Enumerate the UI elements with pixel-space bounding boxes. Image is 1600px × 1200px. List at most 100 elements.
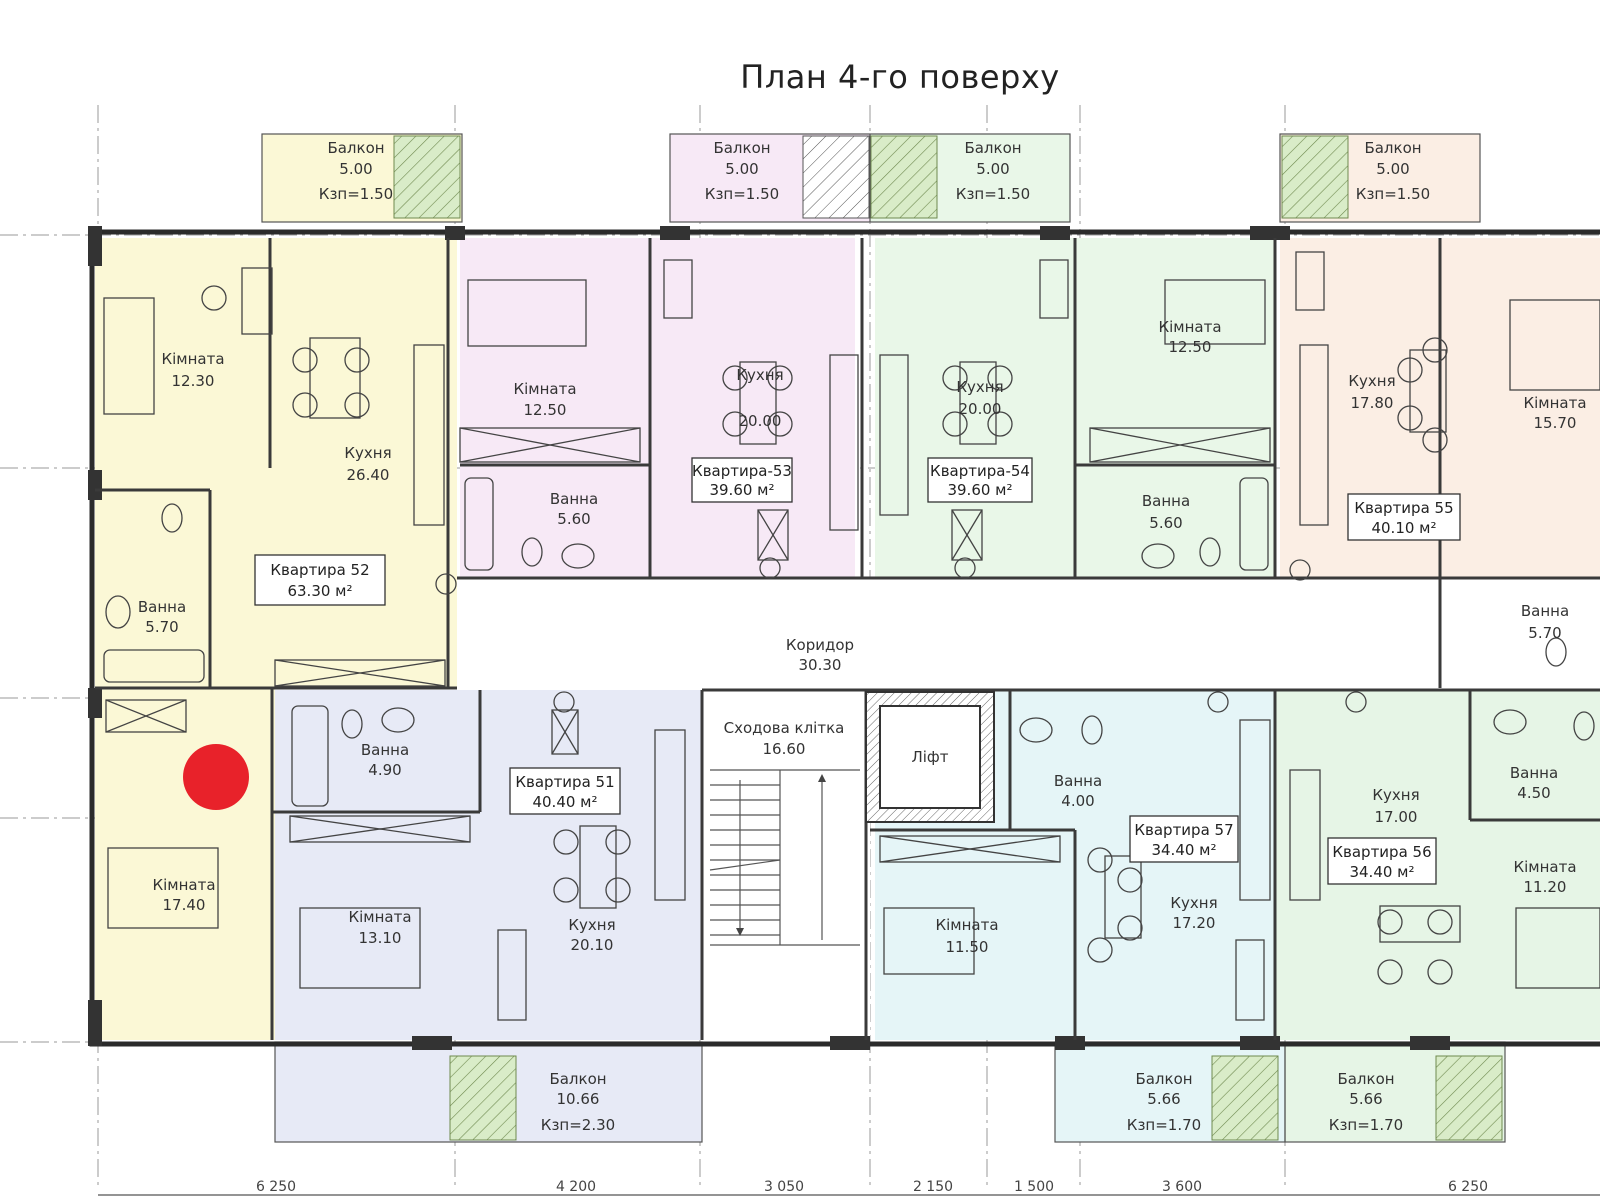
room-name: Кухня <box>1372 786 1419 804</box>
room-area: 12.50 <box>1169 338 1212 356</box>
apartment-area: 39.60 м² <box>709 481 774 499</box>
apartment-area: 63.30 м² <box>287 582 352 600</box>
room-area: 5.60 <box>557 510 590 528</box>
location-marker <box>183 744 249 810</box>
room-name: Ванна <box>1521 602 1569 620</box>
room-name: Ванна <box>1510 764 1558 782</box>
apartment-label: Квартира-54 <box>930 462 1030 480</box>
room-name: Ванна <box>1054 772 1102 790</box>
balcony-hatch <box>393 135 1503 1141</box>
balcony-label: Балкон <box>327 139 384 157</box>
room-area: 13.10 <box>359 929 402 947</box>
apartment-area: 39.60 м² <box>947 481 1012 499</box>
apartment-label: Квартира 52 <box>270 561 369 579</box>
room-name: Кухня <box>1348 372 1395 390</box>
balcony-area: 5.66 <box>1147 1090 1180 1108</box>
room-name: Кухня <box>568 916 615 934</box>
room-area: 5.70 <box>1528 624 1561 642</box>
stair-area <box>702 690 870 1040</box>
dimension-label: 4 200 <box>556 1179 596 1195</box>
room-name: Кімната <box>513 380 576 398</box>
room-area: 17.00 <box>1375 808 1418 826</box>
room-name: Кімната <box>1513 858 1576 876</box>
room-name: Кухня <box>344 444 391 462</box>
room-name: Ванна <box>550 490 598 508</box>
outer-walls <box>88 226 1600 1050</box>
room-area: 20.10 <box>571 936 614 954</box>
room-area: 15.70 <box>1534 414 1577 432</box>
room-area: 11.20 <box>1524 878 1567 896</box>
dimension-label: 6 250 <box>256 1179 296 1195</box>
dimension-label: 6 250 <box>1448 1179 1488 1195</box>
balcony-label: Балкон <box>1337 1070 1394 1088</box>
corridor-area <box>457 578 1600 690</box>
apartment-label: Квартира 51 <box>515 773 614 791</box>
balcony-area: 5.66 <box>1349 1090 1382 1108</box>
fixtures <box>103 251 1600 1021</box>
room-name: Кімната <box>935 916 998 934</box>
apartment-area: 40.10 м² <box>1371 519 1436 537</box>
room-name: Кімната <box>1158 318 1221 336</box>
balcony-area: 5.00 <box>339 160 372 178</box>
balcony-coef: Кзп=1.50 <box>319 185 393 203</box>
room-name: Кухня <box>956 378 1003 396</box>
room-area: 17.40 <box>163 896 206 914</box>
balcony-label: Балкон <box>1364 139 1421 157</box>
room-area: 17.80 <box>1351 394 1394 412</box>
room-name: Ліфт <box>911 748 948 766</box>
balcony-area: 5.00 <box>976 160 1009 178</box>
plan-title: План 4-го поверху <box>740 58 1059 96</box>
room-area: 11.50 <box>946 938 989 956</box>
room-area: 20.00 <box>739 412 782 430</box>
room-labels: Кімната 12.30 Кухня 26.40 Ванна 5.70 Кім… <box>138 318 1587 956</box>
apartment-area: 40.40 м² <box>532 793 597 811</box>
apartment-area: 34.40 м² <box>1151 841 1216 859</box>
room-name: Кімната <box>152 876 215 894</box>
balcony-coef: Кзп=2.30 <box>541 1116 615 1134</box>
apartment-label: Квартира-53 <box>692 462 792 480</box>
balcony-area: 5.00 <box>1376 160 1409 178</box>
dimension-label: 1 500 <box>1014 1179 1054 1195</box>
apartment-label: Квартира 57 <box>1134 821 1233 839</box>
room-area: 5.60 <box>1149 514 1182 532</box>
room-name: Ванна <box>1142 492 1190 510</box>
balcony-labels: Балкон 5.00 Кзп=1.50 Балкон 5.00 Кзп=1.5… <box>319 139 1430 1134</box>
room-area: 30.30 <box>799 656 842 674</box>
balcony-label: Балкон <box>1135 1070 1192 1088</box>
room-name: Кімната <box>1523 394 1586 412</box>
balcony-coef: Кзп=1.50 <box>705 185 779 203</box>
balcony-coef: Кзп=1.50 <box>1356 185 1430 203</box>
room-area: 5.70 <box>145 618 178 636</box>
apartment-label: Квартира 56 <box>1332 843 1431 861</box>
balcony-coef: Кзп=1.50 <box>956 185 1030 203</box>
apartment-labels: Квартира 52 63.30 м² Квартира-53 39.60 м… <box>254 457 1461 885</box>
staircase <box>709 769 860 946</box>
balcony-coef: Кзп=1.70 <box>1127 1116 1201 1134</box>
dimension-label: 3 600 <box>1162 1179 1202 1195</box>
room-name: Коридор <box>786 636 854 654</box>
room-name: Кімната <box>348 908 411 926</box>
room-area: 4.50 <box>1517 784 1550 802</box>
balcony-label: Балкон <box>549 1070 606 1088</box>
balcony-label: Балкон <box>964 139 1021 157</box>
room-area: 4.90 <box>368 761 401 779</box>
balcony-area: 10.66 <box>557 1090 600 1108</box>
apartment-fills <box>95 134 1600 1142</box>
room-name: Кімната <box>161 350 224 368</box>
apartment-area: 34.40 м² <box>1349 863 1414 881</box>
room-name: Ванна <box>138 598 186 616</box>
apartment-label: Квартира 55 <box>1354 499 1453 517</box>
room-name: Кухня <box>736 366 783 384</box>
balcony-label: Балкон <box>713 139 770 157</box>
balcony-coef: Кзп=1.70 <box>1329 1116 1403 1134</box>
room-name: Сходова клітка <box>724 719 845 737</box>
room-area: 12.50 <box>524 401 567 419</box>
room-area: 16.60 <box>763 740 806 758</box>
room-name: Ванна <box>361 741 409 759</box>
room-area: 26.40 <box>347 466 390 484</box>
room-area: 17.20 <box>1173 914 1216 932</box>
dimension-label: 2 150 <box>913 1179 953 1195</box>
room-area: 12.30 <box>172 372 215 390</box>
interior-walls <box>95 238 1600 1040</box>
